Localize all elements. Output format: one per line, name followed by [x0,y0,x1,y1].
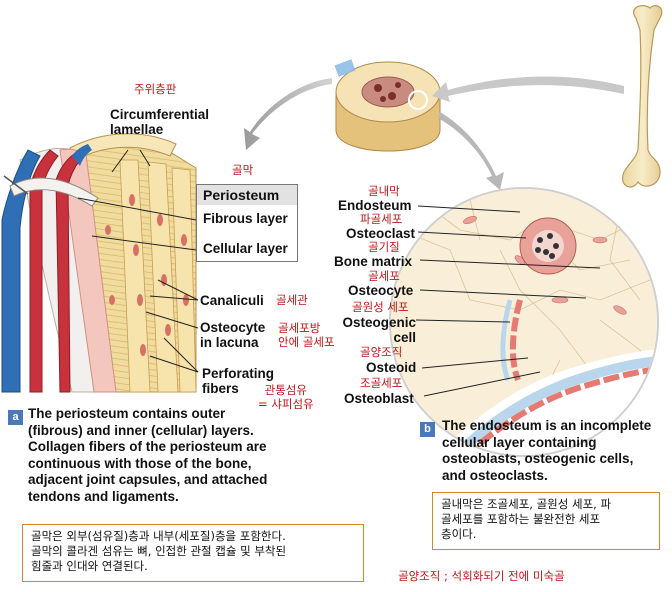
caption-b-badge: b [420,419,435,437]
circumferential-line2: lamellae [110,122,164,137]
circumferential-label: Circumferential lamellae [110,107,209,137]
caption-a-ko-line: 힘줄과 인대와 연결된다. [31,559,148,573]
periosteum-title: Periosteum [197,185,297,205]
caption-b-line: osteoblasts, osteogenic cells, [442,451,634,466]
osteoblast-label: Osteoblast [344,391,414,406]
osteocyte-ko-label: 골세포방 안에 골세포 [278,321,335,349]
periosteum-legend: Periosteum Fibrous layer Cellular layer [196,184,298,262]
caption-a-line: The periosteum contains outer [28,406,226,421]
caption-b-line: cellular layer containing [442,434,597,450]
bone-cross-section [334,59,441,152]
endosteum-ko-label: 골내막 [368,184,400,198]
caption-a-badge: a [8,407,23,425]
osteogenic-line1: Osteogenic [342,315,416,330]
osteocyte-lacuna-label: Osteocyte in lacuna [200,320,265,350]
caption-b-badge-letter: b [420,422,435,437]
caption-a-line: Collagen fibers of the periosteum are [28,439,267,454]
perforating-line1: Perforating [202,366,275,381]
perforating-ko-label: 관통섬유 = 샤피섬유 [258,383,314,411]
caption-b-line: and osteoclasts. [442,467,548,483]
perforating-ko-line1: 관통섬유 [264,383,307,397]
osteocyte-ko-line2: 안에 골세포 [278,335,335,349]
caption-a-korean-box: 골막은 외부(섬유질)층과 내부(세포질)층을 포함한다. 골막의 콜라겐 섬유… [22,524,364,582]
caption-b-korean-box: 골내막은 조골세포, 골원성 세포, 파 골세포를 포함하는 불완전한 세포 층… [432,492,660,550]
osteocyte-ko-line1: 골세포방 [278,321,321,335]
arrow-from-bone [432,76,624,102]
cellular-layer-label: Cellular layer [203,241,288,256]
arrow-to-left [244,78,332,150]
caption-a-ko-line: 골막은 외부(섬유질)층과 내부(세포질)층을 포함한다. [31,529,286,543]
osteoclast-ko-label: 파골세포 [360,212,403,226]
caption-a-line: (fibrous) and inner (cellular) layers. [28,422,254,438]
circumferential-ko-label: 주위층판 [134,82,177,96]
caption-a-line: continuous with those of the bone, [28,455,252,471]
osteocyte-ko-right-label: 골세포 [368,269,400,283]
osteocyte-line1: Osteocyte [200,320,266,335]
perforating-ko-line2: = 샤피섬유 [258,397,314,411]
osteogenic-line2: cell [393,330,416,345]
caption-a-line: tendons and ligaments. [28,488,179,504]
caption-b-ko-line: 층이다. [441,527,477,541]
caption-b-text: The endosteum is an incomplete cellular … [442,418,670,484]
caption-b-ko-line: 골세포를 포함하는 불완전한 세포 [441,512,601,526]
endosteum-label: Endosteum [338,198,412,213]
caption-a-text: The periosteum contains outer (fibrous) … [28,406,318,505]
osteoid-label: Osteoid [366,360,417,375]
perforating-fibers-label: Perforating fibers [202,366,274,396]
osteoid-footnote: 골양조직 ; 석회화되기 전에 미숙골 [398,569,565,583]
osteocyte-line2: in lacuna [200,335,259,350]
perforating-line2: fibers [202,381,239,396]
canaliculi-ko-label: 골세관 [276,293,308,307]
caption-a-ko-line: 골막의 콜라겐 섬유는 뼈, 인접한 관절 캡슐 및 부착된 [31,544,287,558]
leader-lines-right [415,205,601,397]
canaliculi-label: Canaliculi [200,293,264,308]
leader-lines-left [77,149,199,373]
osteoid-ko-label: 골양조직 [360,345,403,359]
caption-a-badge-letter: a [8,410,23,425]
osteogenic-label: Osteogenic cell [340,315,416,345]
circumferential-line1: Circumferential [110,107,210,122]
arrow-to-right [438,112,504,190]
osteoblast-ko-label: 조골세포 [360,376,403,390]
bone-matrix-ko-label: 골기질 [368,240,400,254]
periosteum-ko-label: 골막 [232,163,254,177]
osteogenic-ko-label: 골원성 세포 [352,300,409,314]
bone-matrix-label: Bone matrix [334,254,413,269]
caption-a-line: adjacent joint capsules, and attached [28,472,268,487]
osteoclast-label: Osteoclast [346,226,416,241]
long-bone-icon [622,5,663,188]
caption-b-line: The endosteum is an incomplete [442,418,652,433]
osteocyte-right-label: Osteocyte [348,283,414,298]
caption-b-ko-line: 골내막은 조골세포, 골원성 세포, 파 [441,497,612,511]
periosteum-illustration [1,133,197,393]
fibrous-layer-label: Fibrous layer [203,211,288,226]
